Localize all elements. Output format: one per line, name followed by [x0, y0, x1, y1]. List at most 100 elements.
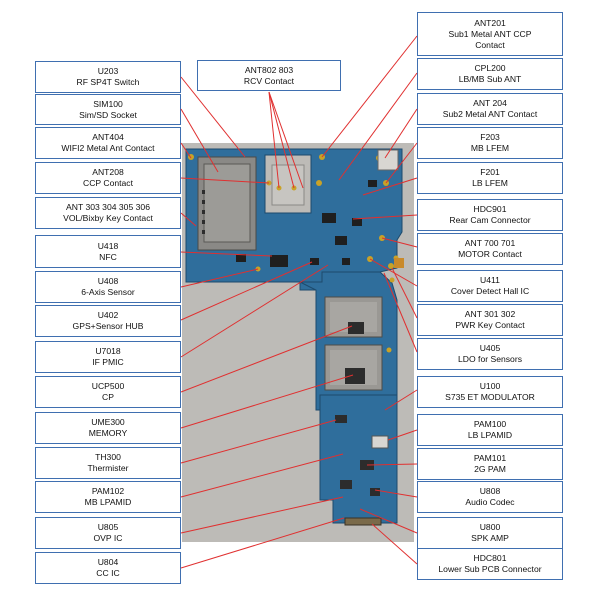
callout-f203: F203 MB LFEM	[417, 127, 563, 159]
callout-ant802: ANT802 803 RCV Contact	[197, 60, 341, 91]
callout-u100-desc: S735 ET MODULATOR	[445, 392, 535, 402]
callout-th300: TH300 Thermister	[35, 447, 181, 479]
callout-ant303-ref: ANT 303 304 305 306	[66, 202, 150, 212]
callout-ant700-desc: MOTOR Contact	[458, 249, 522, 259]
callout-ant201-ref: ANT201	[474, 17, 506, 28]
callout-ant301-desc: PWR Key Contact	[455, 320, 525, 330]
callout-ume300-desc: MEMORY	[88, 428, 128, 438]
callout-pam100-ref: PAM100	[473, 419, 507, 429]
callout-ant204: ANT 204 Sub2 Metal ANT Contact	[417, 93, 563, 125]
callout-sim100-ref: SIM100	[93, 98, 123, 109]
callout-u203-desc: RF SP4T Switch	[76, 77, 140, 87]
callout-pam102-ref: PAM102	[91, 486, 125, 496]
callout-u405-desc: LDO for Sensors	[458, 354, 522, 364]
callout-ant208-ref: ANT208	[92, 167, 124, 177]
callout-ume300: UME300 MEMORY	[35, 412, 181, 444]
callout-u402: U402 GPS+Sensor HUB	[35, 305, 181, 337]
callout-u800-ref: U800	[479, 522, 501, 532]
callout-u408-ref: U408	[97, 276, 119, 286]
callout-u7018: U7018 IF PMIC	[35, 341, 181, 373]
callout-u804-desc: CC IC	[96, 568, 120, 578]
callout-hdc801-ref: HDC801	[473, 553, 507, 563]
callout-ant208: ANT208 CCP Contact	[35, 162, 181, 194]
callout-ant303: ANT 303 304 305 306 VOL/Bixby Key Contac…	[35, 197, 181, 229]
callout-ant303-desc: VOL/Bixby Key Contact	[63, 213, 153, 223]
callout-u203: U203 RF SP4T Switch	[35, 61, 181, 93]
callout-hdc901: HDC901 Rear Cam Connector	[417, 199, 563, 231]
callout-u100: U100 S735 ET MODULATOR	[417, 376, 563, 408]
callout-u405-ref: U405	[479, 343, 501, 353]
callout-pam101-ref: PAM101	[473, 453, 507, 463]
callout-ant208-desc: CCP Contact	[83, 178, 133, 188]
callout-u808-desc: Audio Codec	[465, 497, 515, 507]
callout-ucp500-desc: CP	[102, 392, 114, 402]
callout-u418-desc: NFC	[99, 251, 117, 262]
callout-ume300-ref: UME300	[91, 417, 125, 427]
callout-ant204-desc: Sub2 Metal ANT Contact	[442, 109, 538, 119]
callout-pam102-desc: MB LPAMID	[84, 497, 132, 507]
callout-th300-desc: Thermister	[87, 463, 129, 473]
callout-u7018-desc: IF PMIC	[92, 357, 124, 367]
callout-f201-ref: F201	[480, 167, 500, 177]
callout-u408-desc: 6-Axis Sensor	[81, 287, 135, 297]
callout-cpl200-desc: LB/MB Sub ANT	[458, 74, 522, 84]
callout-u805-ref: U805	[97, 522, 119, 532]
callout-ant700-ref: ANT 700 701	[464, 238, 516, 248]
callout-ant204-ref: ANT 204	[473, 98, 507, 108]
callout-sim100-desc: Sim/SD Socket	[79, 109, 137, 120]
callout-hdc801: HDC801 Lower Sub PCB Connector	[417, 548, 563, 580]
callout-pam100: PAM100 LB LPAMID	[417, 414, 563, 446]
callout-u805-desc: OVP IC	[93, 533, 123, 543]
callout-u800-desc: SPK AMP	[471, 533, 509, 543]
callout-u804: U804 CC IC	[35, 552, 181, 584]
callout-ant802-desc: RCV Contact	[243, 75, 295, 86]
callout-hdc801-desc: Lower Sub PCB Connector	[438, 564, 542, 574]
callout-ucp500: UCP500 CP	[35, 376, 181, 408]
callout-cpl200: CPL200 LB/MB Sub ANT	[417, 58, 563, 90]
callout-pam101-desc: 2G PAM	[474, 464, 506, 474]
callout-ant301-ref: ANT 301 302	[464, 309, 516, 319]
callout-cpl200-ref: CPL200	[474, 63, 506, 73]
callout-u7018-ref: U7018	[95, 346, 121, 356]
callout-ant201-desc: Sub1 Metal ANT CCP	[448, 28, 532, 39]
callout-u408: U408 6-Axis Sensor	[35, 271, 181, 303]
callout-f203-ref: F203	[480, 132, 500, 142]
callout-u808-ref: U808	[479, 486, 501, 496]
callout-u808: U808 Audio Codec	[417, 481, 563, 513]
callout-u411-ref: U411	[480, 275, 500, 285]
ap-chip	[345, 368, 365, 384]
callout-f203-desc: MB LFEM	[470, 143, 510, 153]
callout-pam100-desc: LB LPAMID	[467, 430, 513, 440]
callout-ant700: ANT 700 701 MOTOR Contact	[417, 233, 563, 265]
callout-u402-desc: GPS+Sensor HUB	[72, 321, 144, 331]
callout-u203-ref: U203	[97, 66, 119, 76]
callout-ant802-ref: ANT802 803	[244, 64, 294, 75]
callout-hdc901-ref: HDC901	[473, 204, 507, 214]
callout-sim100: SIM100 Sim/SD Socket	[35, 94, 181, 125]
callout-ant404: ANT404 WIFI2 Metal Ant Contact	[35, 127, 181, 159]
callout-f201: F201 LB LFEM	[417, 162, 563, 194]
callout-pam101: PAM101 2G PAM	[417, 448, 563, 480]
callout-ant301: ANT 301 302 PWR Key Contact	[417, 304, 563, 336]
callout-ant404-desc: WIFI2 Metal Ant Contact	[61, 143, 155, 153]
callout-u418: U418 NFC	[35, 235, 181, 268]
lower-connector	[344, 517, 382, 526]
callout-ant201-desc2: Contact	[475, 39, 505, 50]
callout-f201-desc: LB LFEM	[472, 178, 508, 188]
callout-u402-ref: U402	[97, 310, 119, 320]
callout-th300-ref: TH300	[95, 452, 121, 462]
callout-u411-desc: Cover Detect Hall IC	[450, 286, 530, 296]
callout-u804-ref: U804	[97, 557, 119, 567]
callout-ucp500-ref: UCP500	[91, 381, 125, 391]
callout-u100-ref: U100	[479, 381, 501, 391]
callout-u805: U805 OVP IC	[35, 517, 181, 549]
callout-u405: U405 LDO for Sensors	[417, 338, 563, 370]
memory-chip	[348, 322, 364, 334]
callout-u411: U411 Cover Detect Hall IC	[417, 270, 563, 302]
callout-u418-ref: U418	[97, 240, 119, 251]
callout-ant201: ANT201 Sub1 Metal ANT CCP Contact	[417, 12, 563, 56]
callout-pam102: PAM102 MB LPAMID	[35, 481, 181, 513]
callout-hdc901-desc: Rear Cam Connector	[449, 215, 531, 225]
callout-ant404-ref: ANT404	[92, 132, 124, 142]
